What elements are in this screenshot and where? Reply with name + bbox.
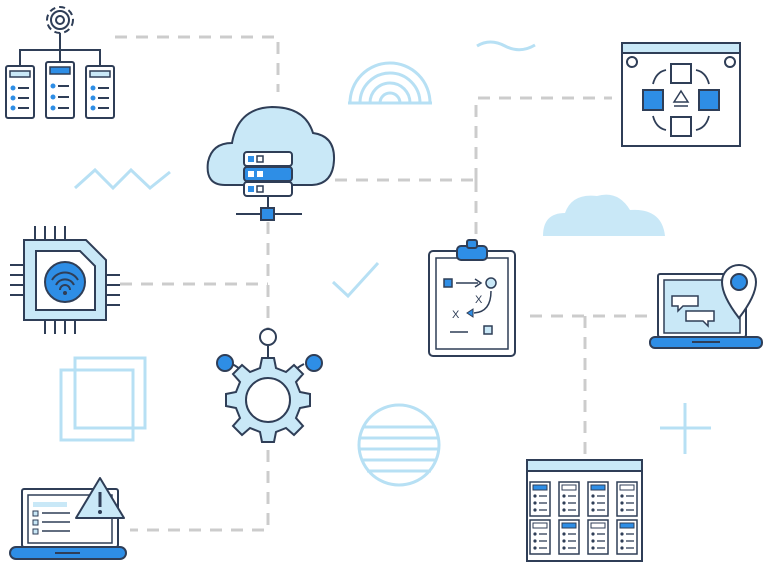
cloud-server-icon bbox=[206, 105, 336, 221]
rack-unit bbox=[529, 519, 551, 555]
connectors bbox=[115, 35, 648, 532]
workflow-board-icon bbox=[621, 42, 741, 147]
chat-bubbles-icon bbox=[671, 295, 715, 328]
connector-gear-down bbox=[130, 450, 270, 532]
server-network-icon bbox=[5, 6, 115, 119]
connector-right-top bbox=[474, 96, 612, 180]
rack-unit bbox=[558, 481, 580, 517]
strategy-clipboard-icon: X X bbox=[428, 239, 516, 357]
laptop-warning-icon bbox=[9, 477, 127, 560]
zigzag-icon bbox=[73, 167, 171, 191]
rack-unit bbox=[587, 481, 609, 517]
server-rack-grid-icon bbox=[526, 459, 643, 562]
signal-arc-icon bbox=[348, 61, 432, 105]
rack-unit bbox=[529, 481, 551, 517]
plus-icon bbox=[660, 403, 711, 454]
rack-unit bbox=[587, 519, 609, 555]
rack-unit bbox=[616, 519, 638, 555]
striped-circle-icon bbox=[357, 403, 441, 487]
gear-small-icon bbox=[46, 6, 74, 34]
double-square-icon bbox=[59, 356, 147, 442]
rack-cells bbox=[529, 481, 638, 555]
cloud-decor-icon bbox=[543, 194, 665, 236]
wave-icon bbox=[476, 40, 536, 52]
connector-top bbox=[115, 35, 280, 92]
gear-network-icon bbox=[216, 328, 323, 443]
wifi-chip-icon bbox=[10, 226, 120, 334]
location-pin-icon bbox=[720, 264, 758, 320]
clipboard-mark-1: X bbox=[475, 294, 483, 306]
warning-triangle-icon bbox=[75, 477, 125, 519]
clipboard-mark-2: X bbox=[452, 309, 460, 321]
checkmark-icon bbox=[331, 261, 380, 299]
rack-unit bbox=[616, 481, 638, 517]
laptop-location-chat-icon bbox=[649, 264, 763, 349]
rack-unit bbox=[558, 519, 580, 555]
